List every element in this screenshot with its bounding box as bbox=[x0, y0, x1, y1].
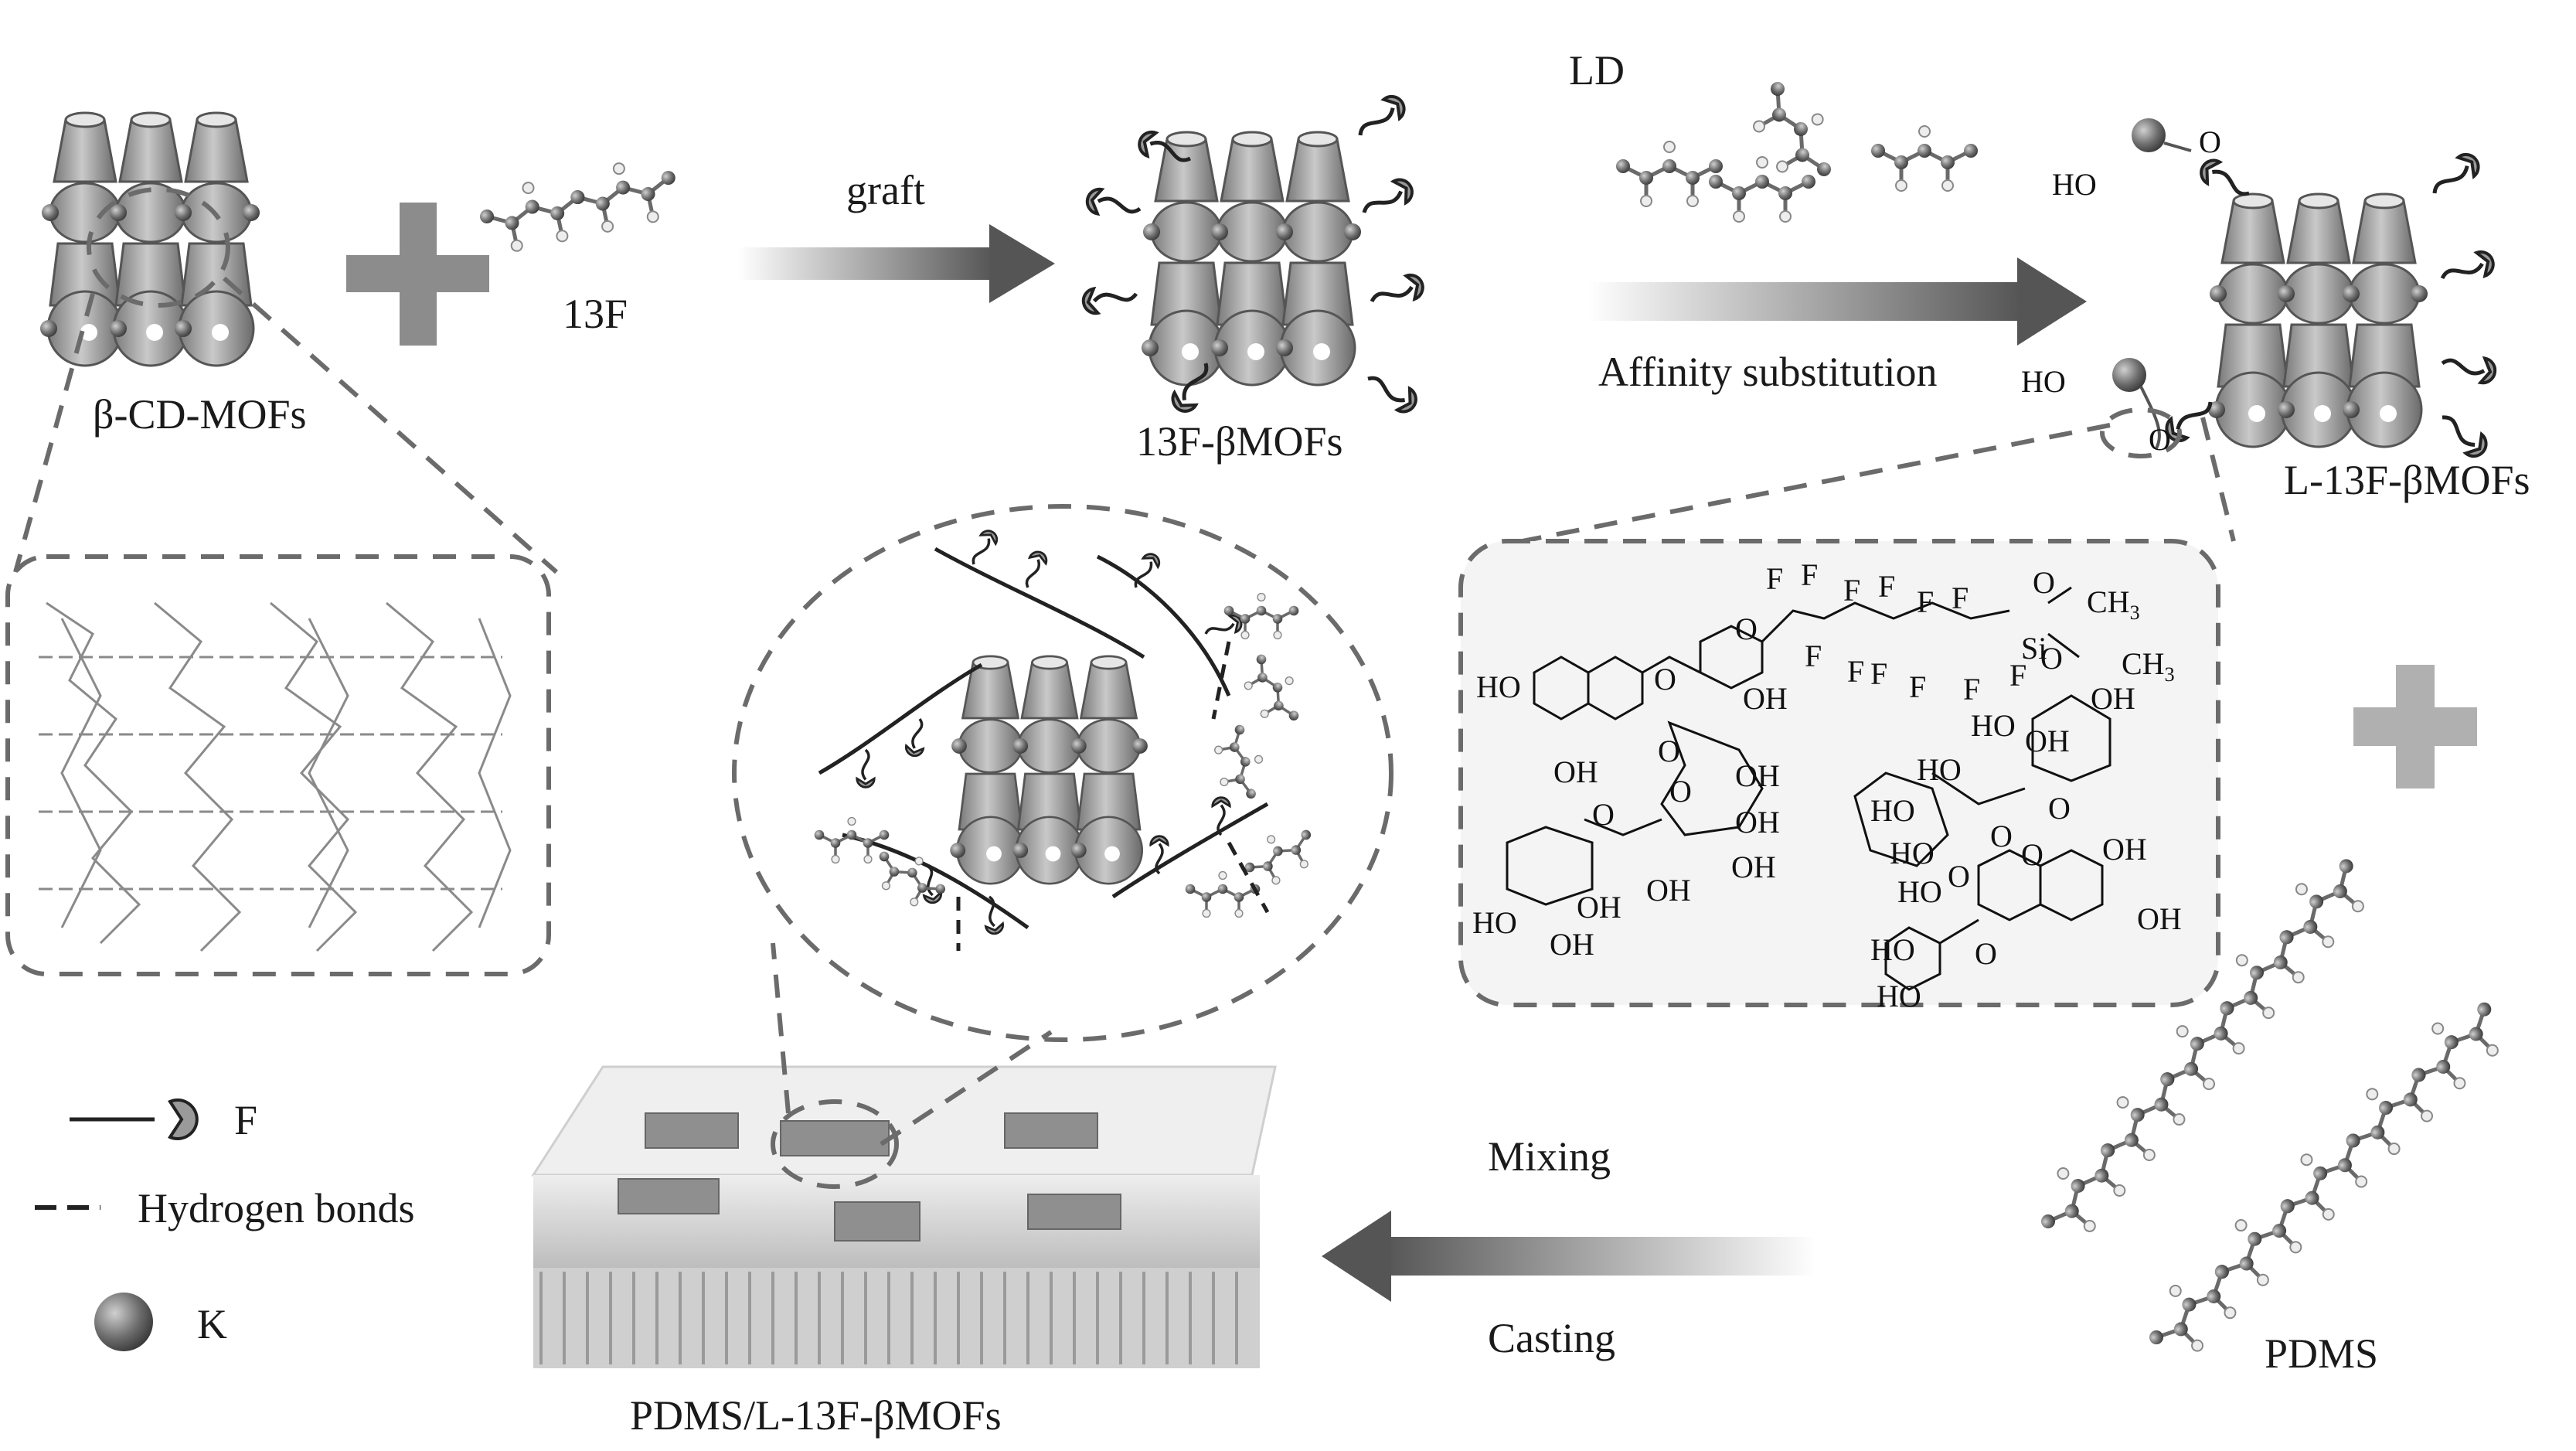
chem-ho: HO bbox=[1870, 793, 1915, 828]
chem-f: F bbox=[2009, 658, 2027, 693]
chem-o: O bbox=[1948, 859, 1970, 894]
crystal-structure-panel bbox=[5, 554, 551, 976]
chem-o: O bbox=[2048, 791, 2071, 826]
legend-fluorine-symbol bbox=[70, 1098, 199, 1140]
chem-ho: HO bbox=[1897, 874, 1942, 909]
label-13f-bmofs: 13F-βMOFs bbox=[1136, 418, 1343, 465]
ld-molecule bbox=[1616, 70, 1978, 222]
zoom-highlight bbox=[2100, 407, 2182, 458]
center-mof-cluster bbox=[948, 655, 1149, 885]
chemical-structure-bonds bbox=[1506, 586, 2112, 991]
chem-o: O bbox=[1592, 797, 1615, 832]
k-atom-icon bbox=[2112, 358, 2146, 392]
chem-o: O bbox=[1990, 819, 2013, 853]
plus-icon bbox=[2353, 665, 2477, 789]
chem-o: O bbox=[1735, 611, 1758, 646]
chem-f: F bbox=[1909, 669, 1927, 704]
chem-ho: HO bbox=[1917, 752, 1962, 787]
arrow-right-icon bbox=[989, 224, 1055, 303]
chem-oh: OH bbox=[1735, 758, 1780, 793]
mixing-arrow-shaft bbox=[1383, 1237, 1816, 1276]
chem-oh: OH bbox=[1743, 681, 1788, 716]
chem-oh: OH bbox=[1553, 754, 1598, 789]
chem-o: O bbox=[1975, 936, 1997, 971]
13f-bmof-cluster bbox=[1140, 131, 1363, 387]
structure-panel bbox=[1458, 539, 2220, 1007]
chem-ho-top: HO bbox=[2052, 167, 2097, 202]
chem-oh: OH bbox=[1735, 805, 1780, 840]
label-membrane: PDMS/L-13F-βMOFs bbox=[630, 1392, 1002, 1439]
zoom-highlight bbox=[87, 187, 230, 308]
chem-f: F bbox=[1917, 584, 1935, 619]
label-l13f-bmofs: L-13F-βMOFs bbox=[2284, 457, 2530, 503]
chem-f: F bbox=[1870, 656, 1888, 691]
chem-oh: OH bbox=[1731, 850, 1776, 884]
chem-ho-bottom: HO bbox=[2021, 364, 2066, 399]
chem-o-bottom: O bbox=[2149, 422, 2171, 457]
chem-o: O bbox=[1654, 662, 1676, 697]
pdms-fragments bbox=[1210, 591, 1313, 805]
plus-icon bbox=[346, 203, 489, 346]
chem-oh: OH bbox=[2091, 681, 2135, 716]
k-atom-icon bbox=[2132, 118, 2166, 152]
label-beta-cd-mofs: β-CD-MOFs bbox=[93, 391, 307, 438]
chem-ho: HO bbox=[1870, 932, 1915, 967]
chem-ch3: CH3 bbox=[2122, 646, 2175, 686]
chem-o-top: O bbox=[2199, 124, 2221, 159]
arrow-right-icon bbox=[2017, 257, 2087, 346]
chem-f: F bbox=[1847, 654, 1865, 689]
chem-si: Si bbox=[2021, 631, 2047, 666]
chem-f: F bbox=[1805, 639, 1822, 673]
chem-ho: HO bbox=[1890, 836, 1935, 870]
zoom-highlight bbox=[771, 1099, 899, 1189]
label-pdms: PDMS bbox=[2265, 1330, 2379, 1377]
legend-label-hbond: Hydrogen bonds bbox=[138, 1185, 415, 1231]
chem-f: F bbox=[1766, 561, 1784, 596]
chem-oh: OH bbox=[1646, 873, 1691, 908]
pdms-fragments bbox=[1183, 816, 1326, 919]
label-13f: 13F bbox=[563, 291, 628, 337]
chem-f: F bbox=[1878, 569, 1896, 604]
label-casting: Casting bbox=[1488, 1315, 1616, 1361]
chem-ho: HO bbox=[1877, 979, 1921, 1013]
chem-oh: OH bbox=[2137, 901, 2182, 936]
label-affinity-substitution: Affinity substitution bbox=[1598, 349, 1938, 395]
l13f-bmof-cluster bbox=[2207, 192, 2429, 448]
chem-o: O bbox=[1658, 734, 1680, 768]
chem-oh: OH bbox=[1577, 890, 1621, 925]
chem-ho: HO bbox=[1971, 708, 2016, 743]
crystal-lattice bbox=[39, 601, 512, 952]
label-ld: LD bbox=[1569, 47, 1625, 94]
legend-label-k: K bbox=[197, 1301, 227, 1347]
chem-f: F bbox=[1801, 557, 1819, 592]
legend-label-f: F bbox=[234, 1097, 258, 1143]
chem-o: O bbox=[2033, 565, 2055, 600]
chem-oh: OH bbox=[2102, 832, 2147, 867]
label-mixing: Mixing bbox=[1488, 1133, 1611, 1180]
k-atom-icon bbox=[94, 1293, 153, 1351]
chem-f: F bbox=[1952, 581, 1969, 615]
affinity-arrow-shaft bbox=[1588, 282, 2021, 321]
chem-oh: OH bbox=[1550, 927, 1594, 962]
arrow-left-icon bbox=[1322, 1211, 1391, 1302]
composite-membrane bbox=[531, 1065, 1277, 1368]
interface-zoom-circle bbox=[732, 504, 1393, 1042]
chem-o: O bbox=[1669, 774, 1692, 809]
13f-molecule bbox=[475, 152, 684, 257]
chem-oh: OH bbox=[2025, 724, 2070, 758]
chem-ch3: CH3 bbox=[2087, 584, 2140, 624]
chem-ho: HO bbox=[1476, 669, 1521, 704]
label-graft: graft bbox=[846, 167, 925, 213]
chem-f: F bbox=[1843, 573, 1861, 608]
chem-o: O bbox=[2040, 641, 2063, 676]
chem-ho: HO bbox=[1472, 905, 1517, 940]
graft-arrow-shaft bbox=[738, 247, 993, 280]
chem-o: O bbox=[2021, 837, 2043, 872]
chem-f: F bbox=[1963, 672, 1981, 707]
